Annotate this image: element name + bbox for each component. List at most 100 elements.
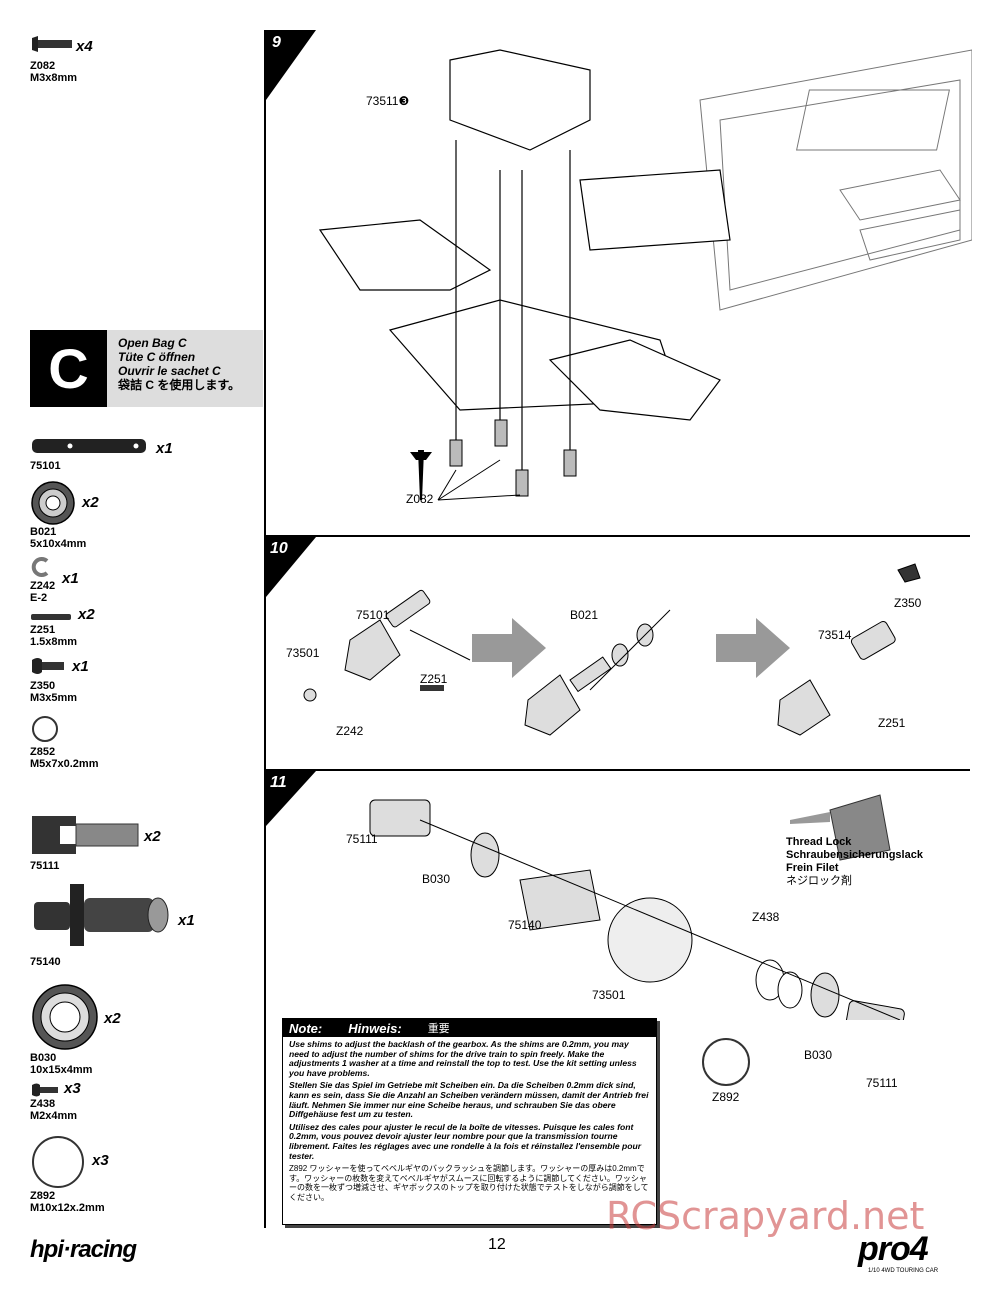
note-title-de: Hinweis: xyxy=(348,1020,402,1036)
code-75101: 75101 xyxy=(30,460,61,472)
part-label-75101: 75101 xyxy=(356,608,390,622)
note-text-en: Use shims to adjust the backlash of the … xyxy=(289,1039,637,1078)
part-label-73514: 73514 xyxy=(818,628,852,642)
bag-line-jp: 袋詰 C を使用します。 xyxy=(118,378,241,392)
part-label-b021: B021 xyxy=(570,608,599,622)
brand-logo: hpi·racing xyxy=(30,1236,137,1263)
sidebar-divider xyxy=(264,30,266,1228)
part-label-73501: 73501 xyxy=(286,646,320,660)
bag-line-fr: Ouvrir le sachet C xyxy=(118,364,221,378)
shaft-icon xyxy=(32,439,146,453)
bag-letter: C xyxy=(30,330,107,407)
product-subtitle: 1/10 4WD TOURING CAR xyxy=(868,1268,939,1274)
step-9-number: 9 xyxy=(272,34,281,51)
part-label-z251-b: Z251 xyxy=(878,716,906,730)
desc-z082: M3x8mm xyxy=(30,72,78,84)
threadlock-jp: ネジロック剤 xyxy=(786,875,852,887)
note-title: Note: xyxy=(289,1020,323,1036)
note-text-jp: Z892 ワッシャーを使ってベベルギヤのバックラッシュを調節します。ワッシャーの… xyxy=(289,1164,649,1202)
part-label-z251: Z251 xyxy=(420,672,448,686)
bag-c-banner: C Open Bag C Tüte C öffnen Ouvrir le sac… xyxy=(30,330,263,407)
code-z438: Z438 xyxy=(30,1098,56,1110)
qty-b021: x2 xyxy=(82,494,99,511)
note-text-de: Stellen Sie das Spiel im Getriebe mit Sc… xyxy=(289,1080,649,1120)
code-z251: Z251 xyxy=(30,624,56,636)
part-label-b030-b: B030 xyxy=(804,1048,833,1062)
qty-75101: x1 xyxy=(156,440,173,457)
part-label-z892: Z892 xyxy=(712,1090,740,1104)
note-header: Note: Hinweis: 重要 xyxy=(283,1019,656,1037)
code-b021: B021 xyxy=(30,526,57,538)
qty-z438: x3 xyxy=(64,1080,81,1097)
code-75140: 75140 xyxy=(30,956,61,968)
part-label-73511: 73511❸ xyxy=(366,94,410,108)
step-divider-10-11 xyxy=(266,769,970,771)
part-label-75140: 75140 xyxy=(508,918,542,932)
step-11-illustration xyxy=(369,794,905,1020)
bag-line-en: Open Bag C xyxy=(118,336,187,350)
qty-z242: x1 xyxy=(62,570,79,587)
step-9-illustration xyxy=(318,49,972,501)
step-10-illustration xyxy=(303,563,921,736)
qty-z892: x3 xyxy=(92,1152,109,1169)
threadlock-label: Thread Lock Schraubensicherungslack Frei… xyxy=(786,836,923,888)
bearing-large-icon xyxy=(32,984,98,1050)
product-logo: pro4 xyxy=(858,1230,929,1268)
desc-b021: 5x10x4mm xyxy=(30,538,87,550)
step-10-tab xyxy=(266,537,316,597)
screw-icon xyxy=(32,36,72,52)
code-z892: Z892 xyxy=(30,1190,56,1202)
note-box: Note: Hinweis: 重要 Use shims to adjust th… xyxy=(282,1018,657,1225)
part-label-75111-b: 75111 xyxy=(866,1076,898,1090)
button-screw-icon xyxy=(32,658,64,674)
shim-large-icon xyxy=(32,1136,84,1188)
step-arrow-right xyxy=(472,618,546,678)
code-75111: 75111 xyxy=(30,860,60,872)
part-label-73501: 73501 xyxy=(592,988,626,1002)
qty-z251: x2 xyxy=(78,606,95,623)
qty-z350: x1 xyxy=(72,658,89,675)
step-divider-9-10 xyxy=(266,535,970,537)
part-label-z350: Z350 xyxy=(894,596,922,610)
desc-z438: M2x4mm xyxy=(30,1110,78,1122)
step-10-number: 10 xyxy=(270,540,288,557)
shim-icon xyxy=(32,716,58,742)
qty-b030: x2 xyxy=(104,1010,121,1027)
pin-icon xyxy=(31,614,71,620)
outdrive-icon xyxy=(32,816,139,854)
code-z242: Z242 xyxy=(30,580,56,592)
bag-line-de: Tüte C öffnen xyxy=(118,350,196,364)
threadlock-de: Schraubensicherungslack xyxy=(786,849,923,861)
threadlock-fr: Frein Filet xyxy=(786,862,839,874)
diff-case-icon xyxy=(34,884,169,946)
desc-z242: E-2 xyxy=(30,592,48,604)
part-label-b030: B030 xyxy=(422,872,451,886)
code-b030: B030 xyxy=(30,1052,57,1064)
desc-z852: M5x7x0.2mm xyxy=(30,758,99,770)
qty-z082: x4 xyxy=(76,38,93,55)
part-label-75111: 75111 xyxy=(346,832,378,846)
part-label-z082: Z082 xyxy=(406,492,434,506)
note-title-jp: 重要 xyxy=(427,1023,450,1035)
page-number: 12 xyxy=(488,1236,506,1253)
desc-b030: 10x15x4mm xyxy=(30,1064,93,1076)
desc-z350: M3x5mm xyxy=(30,692,78,704)
note-text-fr: Utilisez des cales pour ajuster le recul… xyxy=(289,1121,642,1161)
desc-z251: 1.5x8mm xyxy=(30,636,78,648)
step-11-tab xyxy=(266,771,316,826)
part-label-z438: Z438 xyxy=(752,910,780,924)
qty-75140: x1 xyxy=(178,912,195,929)
code-z852: Z852 xyxy=(30,746,56,758)
part-label-z242: Z242 xyxy=(336,724,364,738)
step-11-number: 11 xyxy=(270,774,287,791)
desc-z892: M10x12x.2mm xyxy=(30,1202,105,1214)
code-z350: Z350 xyxy=(30,680,56,692)
step-9-tab xyxy=(266,30,316,100)
watermark: RCScrapyard.net xyxy=(606,1194,925,1238)
qty-75111: x2 xyxy=(144,828,161,845)
bearing-icon xyxy=(31,481,75,525)
threadlock-en: Thread Lock xyxy=(786,836,852,848)
small-screw-icon xyxy=(32,1083,58,1097)
step-arrow-right xyxy=(716,618,790,678)
e-clip-icon xyxy=(31,557,49,577)
